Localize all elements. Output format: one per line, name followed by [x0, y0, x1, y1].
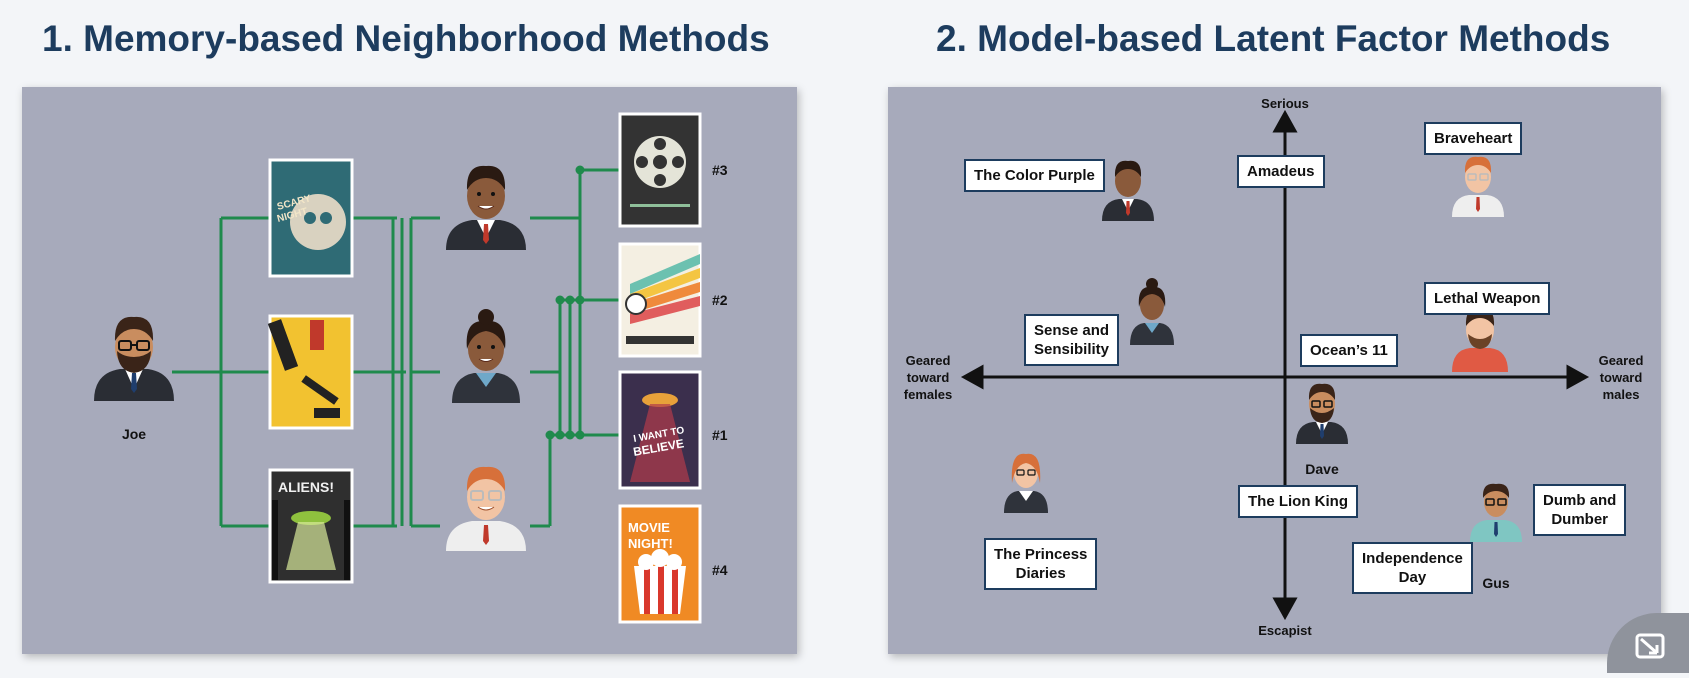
axis-label-serious: Serious	[1261, 96, 1309, 111]
poster-i-want-to-believe: I WANT TO BELIEVE	[618, 370, 702, 490]
dave-label: Dave	[1305, 461, 1339, 477]
movie-amadeus: Amadeus	[1237, 155, 1325, 188]
resize-arrow-icon	[1635, 633, 1665, 659]
dave-avatar	[1296, 383, 1348, 444]
right-title: 2. Model-based Latent Factor Methods	[936, 18, 1611, 59]
joe-avatar	[94, 316, 174, 401]
poster-movie-night: MOVIE NIGHT!	[618, 504, 702, 624]
neighbor-redhead-avatar	[446, 466, 526, 551]
restore-window-button[interactable]	[1607, 613, 1689, 673]
neighbor-man-avatar	[446, 165, 526, 250]
poster-movie-festival	[618, 242, 702, 358]
poster-war	[267, 314, 354, 430]
princess-diaries-woman-avatar	[1004, 453, 1048, 513]
neighbor-woman-avatar	[452, 309, 520, 403]
movie-the-lion-king: The Lion King	[1238, 485, 1358, 518]
movie-the-color-purple: The Color Purple	[964, 159, 1105, 192]
movie-lethal-weapon: Lethal Weapon	[1424, 282, 1551, 315]
connector-lines: SCARY NIGHT ALIENS!	[94, 112, 702, 624]
rank-label-2: #2	[712, 292, 728, 308]
movie-oceans-11: Ocean’s 11	[1300, 334, 1398, 367]
svg-text:MOVIE: MOVIE	[628, 520, 670, 535]
latent-factor-axes	[960, 109, 1590, 621]
poster-documentary-film-festival	[618, 112, 702, 228]
gus-label: Gus	[1482, 575, 1510, 591]
axis-label-males: Geared toward males	[1598, 353, 1644, 402]
joe-label: Joe	[121, 426, 147, 442]
poster-scary-night: SCARY NIGHT	[268, 158, 354, 278]
color-purple-man-avatar	[1102, 160, 1154, 221]
neighborhood-diagram-panel: SCARY NIGHT ALIENS!	[22, 87, 797, 654]
rank-label-1: #1	[712, 427, 728, 443]
sense-sensibility-woman-avatar	[1130, 278, 1174, 345]
rank-label-4: #4	[712, 562, 728, 578]
braveheart-man-avatar	[1452, 156, 1504, 217]
left-title: 1. Memory-based Neighborhood Methods	[42, 18, 770, 59]
latent-factor-diagram-panel: Serious Escapist Geared toward females G…	[888, 87, 1661, 654]
movie-sense-and-sensibility: Sense and Sensibility	[1024, 314, 1120, 366]
axis-label-females: Geared toward females	[903, 353, 953, 402]
gus-avatar	[1470, 483, 1522, 542]
movie-independence-day: Independence Day	[1352, 542, 1473, 594]
rank-label-3: #3	[712, 162, 728, 178]
poster-aliens: ALIENS!	[268, 468, 354, 584]
lethal-weapon-man-avatar	[1452, 307, 1508, 372]
svg-text:NIGHT!: NIGHT!	[628, 536, 673, 551]
movie-braveheart: Braveheart	[1424, 122, 1523, 155]
movie-dumb-and-dumber: Dumb and Dumber	[1533, 484, 1627, 536]
movie-the-princess-diaries: The Princess Diaries	[984, 538, 1098, 590]
svg-text:ALIENS!: ALIENS!	[278, 479, 334, 495]
axis-label-escapist: Escapist	[1258, 623, 1312, 638]
